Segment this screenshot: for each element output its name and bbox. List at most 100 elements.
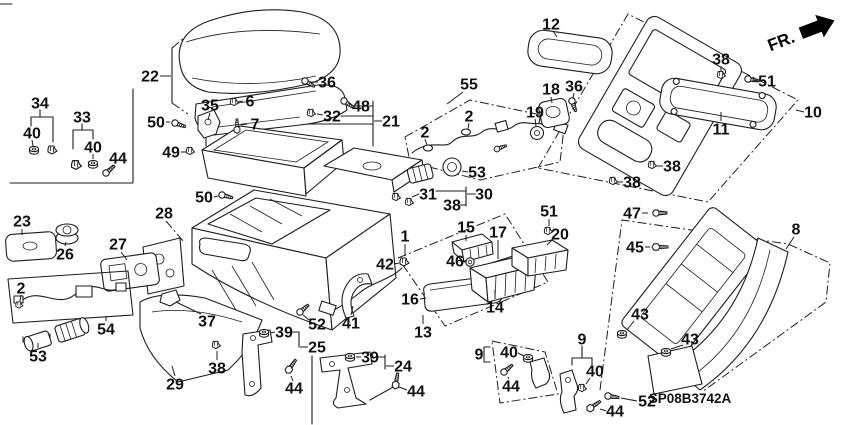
- callout-6: 6: [246, 94, 255, 111]
- leader-line-40: [517, 352, 525, 357]
- frame-11: [659, 77, 777, 131]
- frame-8: [621, 207, 789, 395]
- callout-51: 51: [758, 74, 776, 91]
- leader-line-27: [120, 251, 128, 261]
- leader-line-42: [393, 262, 400, 265]
- callout-47: 47: [623, 206, 641, 223]
- callout-36: 36: [318, 75, 336, 92]
- cable-1-42: [318, 257, 410, 316]
- leader-line-37: [175, 301, 202, 315]
- lighter-53-center: [406, 157, 462, 184]
- callout-13: 13: [414, 325, 432, 342]
- callout-15: 15: [457, 220, 475, 237]
- leader-line-2: [19, 294, 22, 302]
- callout-40: 40: [23, 126, 41, 143]
- leader-line-53: [461, 170, 469, 173]
- switch-27: [100, 252, 160, 292]
- callout-19: 19: [526, 105, 544, 122]
- latch-35: [197, 109, 221, 147]
- callout-39: 39: [275, 325, 293, 342]
- callout-53: 53: [29, 349, 47, 366]
- callout-52: 52: [308, 317, 326, 334]
- callout-8: 8: [792, 222, 801, 239]
- callout-44: 44: [109, 151, 127, 168]
- lighter-53-left: [23, 317, 90, 352]
- grommet-26: [55, 223, 79, 245]
- callout-50: 50: [147, 115, 165, 132]
- pocket-lid-23: [5, 231, 57, 262]
- callout-34: 34: [31, 96, 49, 113]
- callout-40: 40: [84, 140, 102, 157]
- leader-line-44: [507, 376, 510, 380]
- leader-line-50: [213, 195, 219, 198]
- callout-25: 25: [308, 340, 326, 357]
- callout-26: 26: [56, 247, 74, 264]
- callout-22: 22: [141, 69, 159, 86]
- box-20: [511, 239, 569, 277]
- callout-43: 43: [631, 307, 649, 324]
- callout-2: 2: [421, 125, 430, 142]
- callout-51: 51: [540, 204, 558, 221]
- callout-2: 2: [17, 281, 26, 298]
- leader-line-48: [348, 103, 353, 106]
- callout-11: 11: [713, 122, 730, 139]
- callout-12: 12: [542, 17, 560, 34]
- leader-line-52: [620, 397, 638, 402]
- callout-28: 28: [155, 206, 173, 223]
- callout-41: 41: [342, 316, 360, 333]
- callout-33: 33: [73, 110, 91, 127]
- callout-38: 38: [712, 52, 730, 69]
- callout-17: 17: [489, 225, 507, 242]
- latch-9-right: [559, 369, 620, 414]
- switch-15: [451, 233, 494, 263]
- leader-line-12: [552, 30, 558, 38]
- callout-23: 23: [13, 214, 31, 231]
- callout-35: 35: [201, 98, 219, 115]
- armrest-tray: [201, 125, 345, 197]
- leader-line-20: [546, 238, 554, 246]
- leader-line-6: [237, 100, 244, 103]
- leader-line-16: [419, 297, 427, 300]
- callout-32: 32: [323, 109, 341, 126]
- callout-38: 38: [443, 198, 461, 215]
- leader-line-41: [350, 305, 354, 316]
- leader-line-26: [64, 241, 67, 247]
- callout-36: 36: [565, 79, 583, 96]
- callout-46: 46: [446, 254, 464, 271]
- console-body: [142, 189, 397, 331]
- leader-line-10: [795, 109, 805, 113]
- callout-45: 45: [626, 240, 644, 257]
- leader-line-44: [599, 408, 607, 412]
- leader-line-43: [626, 320, 635, 331]
- fr-arrow: FR.: [765, 14, 835, 55]
- callout-38: 38: [208, 361, 226, 378]
- leader-line-8: [785, 236, 795, 250]
- callout-16: 16: [401, 292, 419, 309]
- callout-44: 44: [285, 381, 303, 398]
- bracket-24: [319, 351, 396, 409]
- callout-2: 2: [465, 109, 474, 126]
- callout-55: 55: [460, 77, 478, 94]
- leader-line-39: [269, 331, 276, 334]
- harness-54: [7, 270, 134, 324]
- leader-line-18: [550, 96, 553, 104]
- ring-12: [527, 29, 613, 75]
- leader-line-51: [752, 79, 759, 82]
- callout-50: 50: [195, 190, 213, 207]
- callout-24: 24: [394, 359, 412, 376]
- callout-44: 44: [407, 384, 425, 401]
- grommet-19: [529, 125, 545, 141]
- callout-54: 54: [97, 322, 115, 339]
- leader-line-44: [290, 375, 294, 382]
- leader-line-2: [424, 138, 428, 146]
- leader-line-40: [585, 377, 591, 385]
- callout-40: 40: [586, 364, 604, 381]
- latch-9-left: [498, 353, 551, 389]
- callout-44: 44: [502, 379, 520, 396]
- callout-38: 38: [623, 175, 641, 192]
- armrest-lid: [178, 9, 348, 136]
- grommet-46: [465, 257, 475, 267]
